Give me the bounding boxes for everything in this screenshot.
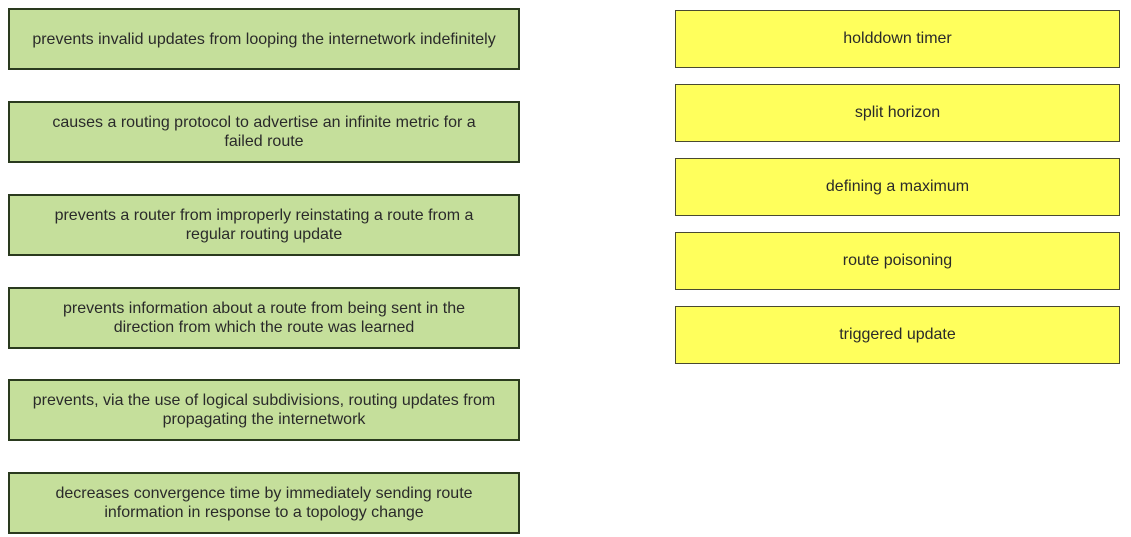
term-label: holddown timer (843, 30, 952, 47)
term-route-poisoning[interactable]: route poisoning (675, 232, 1120, 290)
term-label: route poisoning (842, 252, 953, 269)
description-card[interactable]: prevents a router from improperly reinst… (8, 194, 520, 256)
term-defining-a-maximum[interactable]: defining a maximum (675, 158, 1120, 216)
description-card[interactable]: decreases convergence time by immediatel… (8, 472, 520, 534)
description-card[interactable]: prevents invalid updates from looping th… (8, 8, 520, 70)
description-text: prevents a router from improperly reinst… (54, 207, 474, 243)
description-text: prevents, via the use of logical subdivi… (32, 392, 496, 428)
description-card[interactable]: prevents information about a route from … (8, 287, 520, 349)
term-holddown-timer[interactable]: holddown timer (675, 10, 1120, 68)
term-label: defining a maximum (825, 178, 970, 195)
term-label: split horizon (854, 104, 941, 121)
description-text: causes a routing protocol to advertise a… (52, 114, 476, 150)
description-text: prevents invalid updates from looping th… (32, 30, 496, 48)
description-text: decreases convergence time by immediatel… (55, 485, 473, 521)
term-triggered-update[interactable]: triggered update (675, 306, 1120, 364)
term-split-horizon[interactable]: split horizon (675, 84, 1120, 142)
description-card[interactable]: causes a routing protocol to advertise a… (8, 101, 520, 163)
description-card[interactable]: prevents, via the use of logical subdivi… (8, 379, 520, 441)
term-label: triggered update (839, 326, 956, 343)
description-text: prevents information about a route from … (62, 300, 465, 336)
